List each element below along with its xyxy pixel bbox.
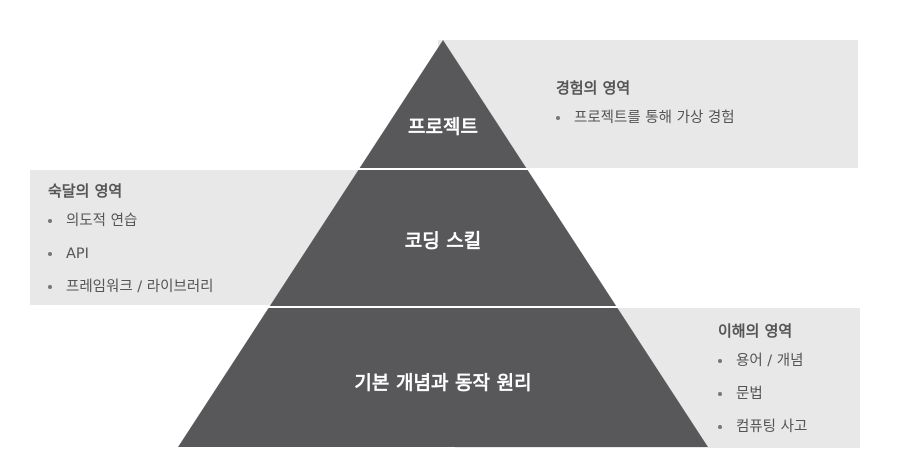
list-item-label: 프로젝트를 통해 가상 경험 (574, 110, 735, 126)
mastery-list: 의도적 연습 API 프레임워크 / 라이브러리 (48, 212, 214, 296)
bullet-icon (718, 392, 722, 396)
list-item-label: API (66, 246, 89, 262)
mastery-panel: 숙달의 영역 의도적 연습 API 프레임워크 / 라이브러리 (48, 182, 214, 311)
list-item: API (48, 245, 214, 263)
mastery-panel-title: 숙달의 영역 (48, 182, 123, 200)
list-item-label: 용어 / 개념 (736, 353, 804, 369)
bullet-icon (48, 252, 52, 256)
bullet-icon (556, 116, 560, 120)
list-item-label: 문법 (736, 386, 763, 402)
tier-label-coding-skill: 코딩 스킬 (405, 230, 482, 252)
bullet-icon (48, 285, 52, 289)
list-item: 의도적 연습 (48, 212, 214, 230)
list-item: 프로젝트를 통해 가상 경험 (556, 109, 735, 127)
understanding-panel: 이해의 영역 용어 / 개념 문법 컴퓨팅 사고 (718, 322, 807, 451)
list-item: 프레임워크 / 라이브러리 (48, 278, 214, 296)
list-item-label: 컴퓨팅 사고 (736, 419, 808, 435)
list-item-label: 의도적 연습 (66, 213, 138, 229)
bullet-icon (718, 359, 722, 363)
pyramid-shape (178, 40, 708, 447)
understanding-panel-title: 이해의 영역 (718, 322, 793, 340)
bullet-icon (718, 425, 722, 429)
list-item: 문법 (718, 385, 807, 403)
tier-label-project: 프로젝트 (408, 116, 478, 138)
experience-panel: 경험의 영역 프로젝트를 통해 가상 경험 (556, 79, 735, 142)
understanding-list: 용어 / 개념 문법 컴퓨팅 사고 (718, 352, 807, 436)
bullet-icon (48, 219, 52, 223)
experience-list: 프로젝트를 통해 가상 경험 (556, 109, 735, 127)
list-item: 컴퓨팅 사고 (718, 418, 807, 436)
experience-panel-title: 경험의 영역 (556, 79, 631, 97)
list-item: 용어 / 개념 (718, 352, 807, 370)
list-item-label: 프레임워크 / 라이브러리 (66, 279, 214, 295)
tier-label-fundamentals: 기본 개념과 동작 원리 (354, 372, 531, 394)
